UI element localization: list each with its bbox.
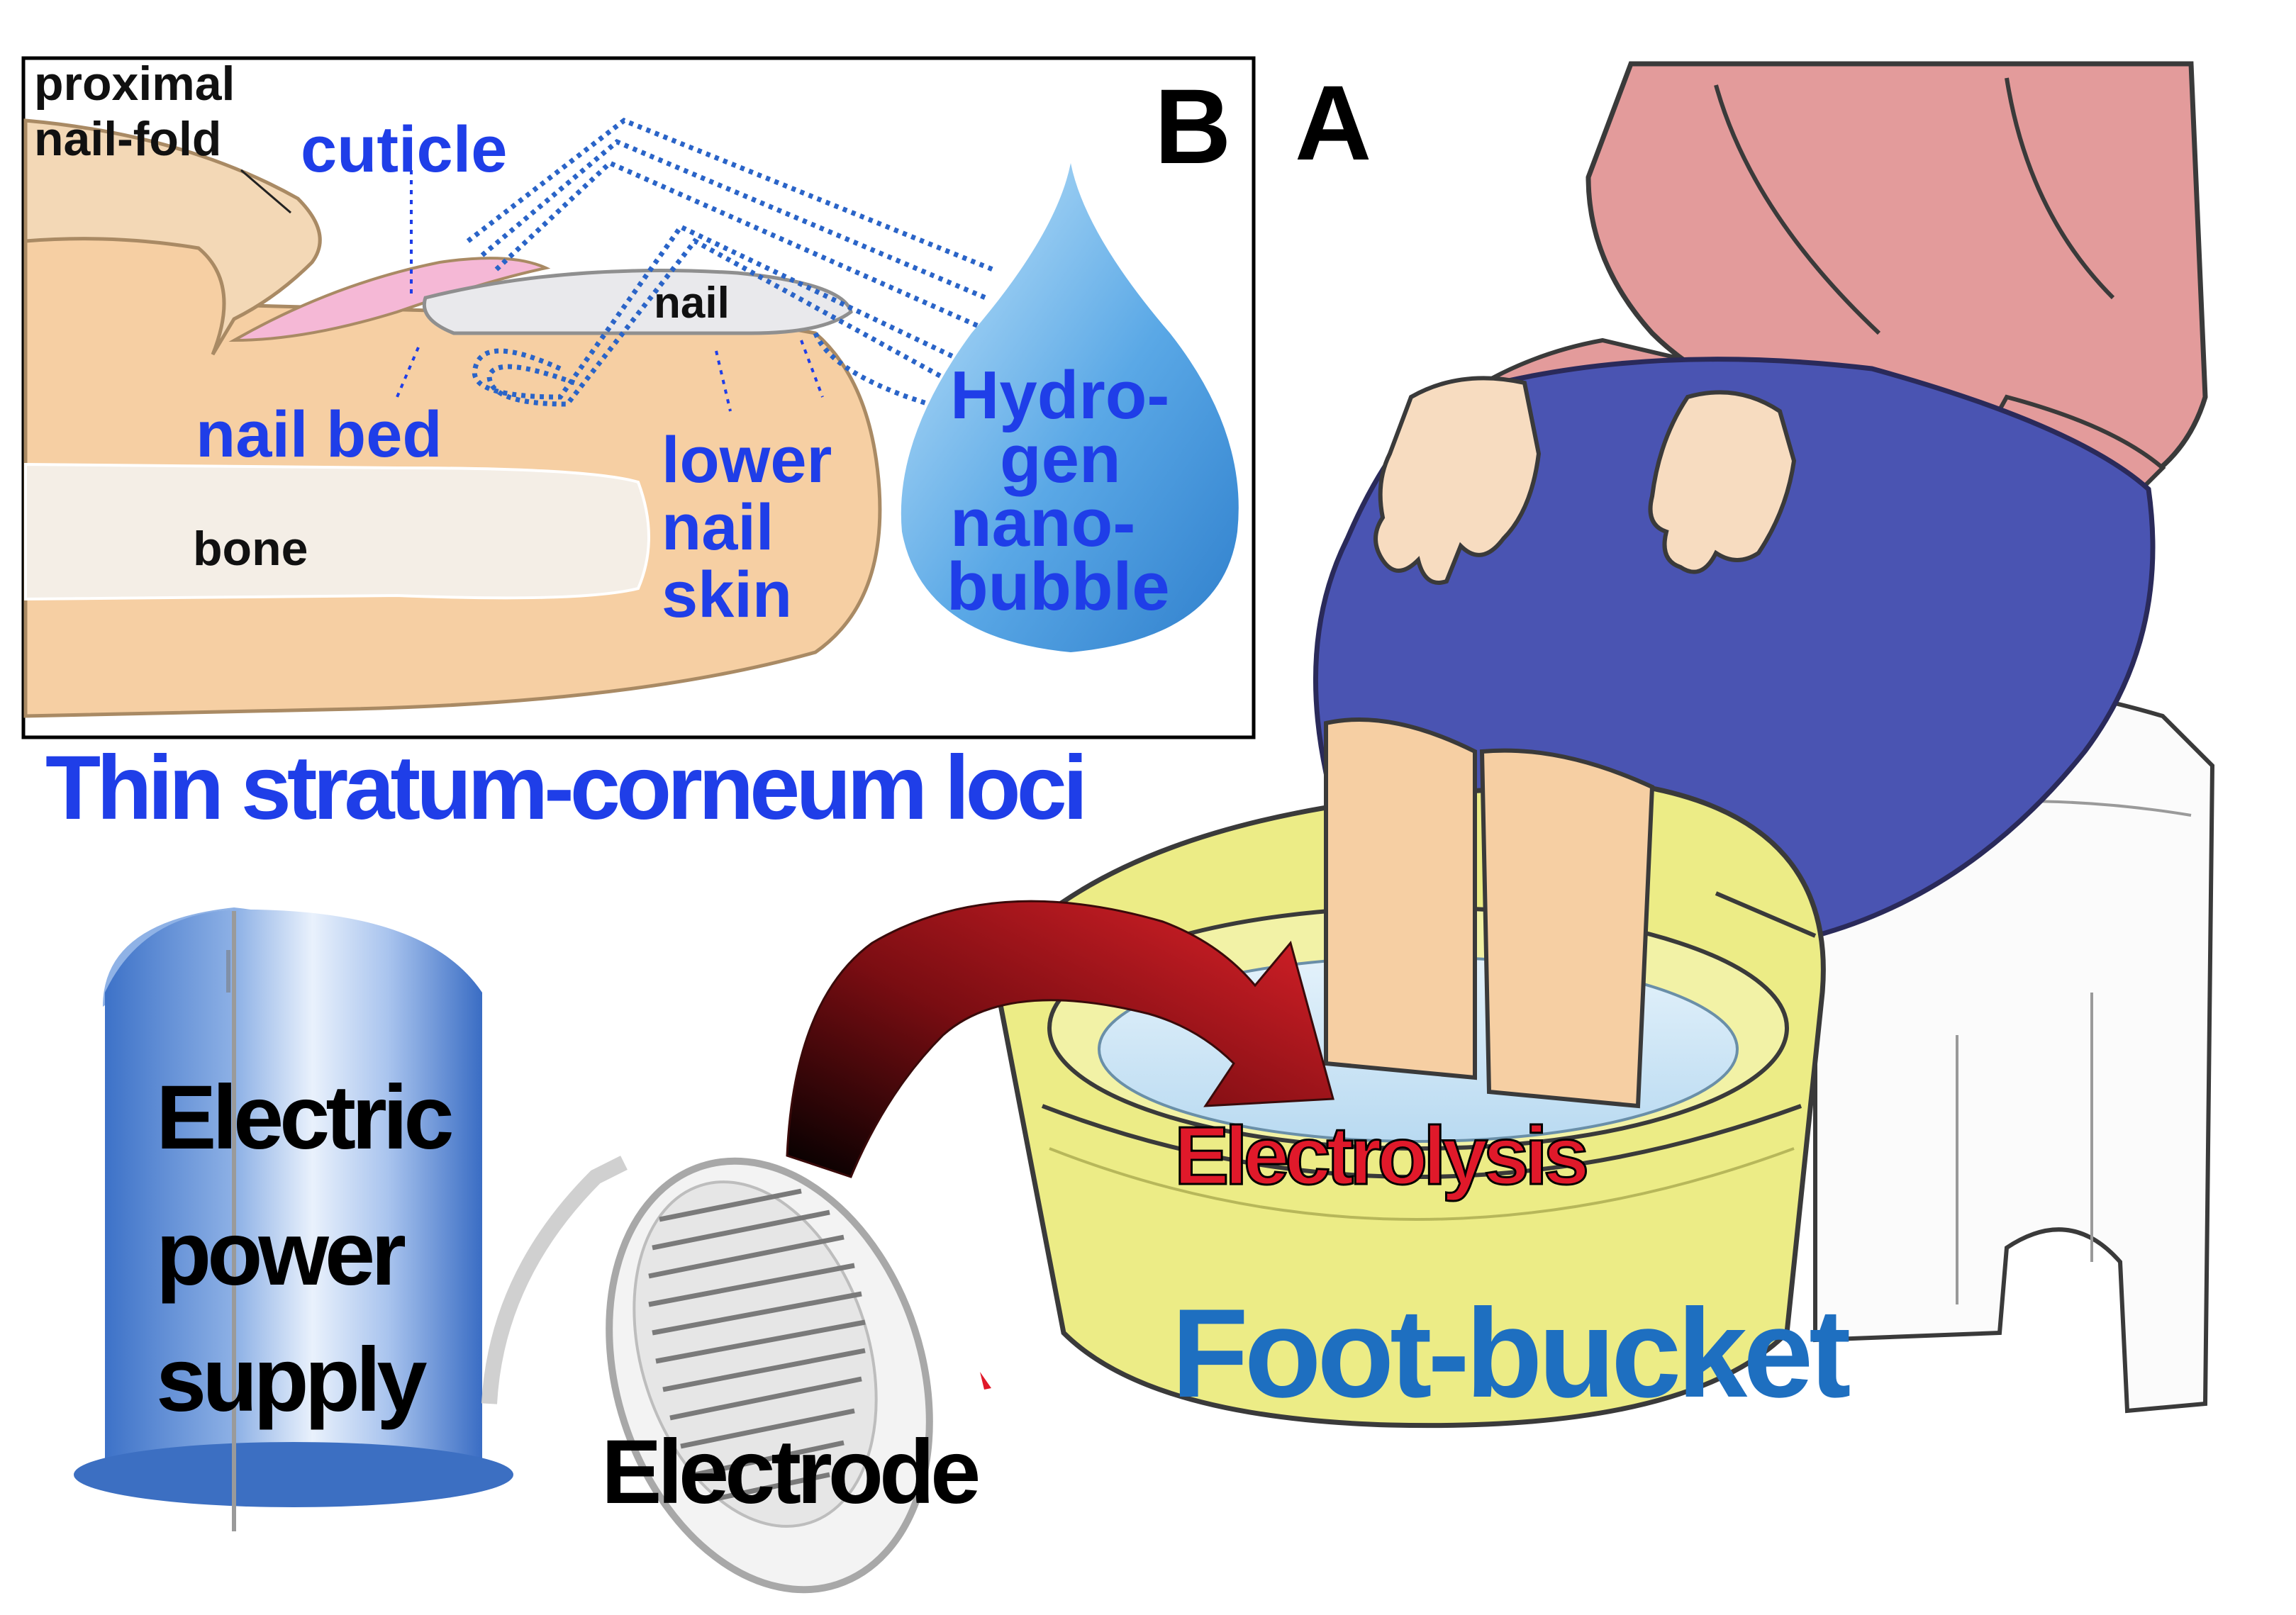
cuticle-label: cuticle	[301, 113, 507, 186]
pointer-lines	[396, 170, 824, 412]
droplet-label-2: gen	[1000, 421, 1121, 497]
cuticle-shape	[228, 257, 551, 342]
power-supply-label-3: supply	[156, 1329, 427, 1431]
red-tick-mark	[980, 1372, 991, 1390]
nail-label: nail	[654, 279, 730, 328]
electrode	[481, 1156, 933, 1594]
droplet-label-1: Hydro-	[950, 357, 1169, 433]
nail-bed-label: nail bed	[196, 398, 442, 471]
fold-pointer	[240, 169, 291, 214]
power-supply-label-2: power	[156, 1203, 405, 1304]
panel-a-letter: A	[1295, 63, 1371, 182]
power-supply-label-1: Electric	[156, 1067, 452, 1168]
bone-label: bone	[193, 522, 308, 576]
electrolysis-arrow	[786, 900, 1334, 1178]
electrode-label: Electrode	[601, 1421, 978, 1523]
electrode-grille	[648, 1188, 866, 1502]
power-supply-body	[105, 993, 482, 1475]
proximal-nail-fold-label-1: proximal	[34, 57, 235, 111]
lower-nail-skin-label-1: lower	[662, 424, 832, 496]
proximal-nail-fold-label-2: nail-fold	[34, 112, 221, 166]
hands	[1373, 376, 1797, 585]
electrolysis-label: Electrolysis	[1174, 1110, 1586, 1202]
lower-nail-skin-label-2: nail	[662, 491, 774, 564]
hydrogen-nanobubble-droplet	[901, 163, 1239, 652]
lower-nail-skin-label-3: skin	[662, 559, 792, 631]
nail-plate	[423, 269, 853, 335]
panel-b: proximal nail-fold cuticle nail nail bed…	[21, 56, 1256, 739]
panel-b-letter: B	[1154, 67, 1231, 186]
caption-text: Thin stratum-corneum loci	[45, 737, 1083, 839]
nanobubble-paths	[466, 118, 994, 421]
legs	[1324, 717, 1817, 1109]
foot-bucket-label: Foot-bucket	[1171, 1282, 1850, 1424]
droplet-label-4: bubble	[947, 549, 1170, 625]
bone-shape	[24, 462, 650, 601]
power-supply	[74, 907, 513, 1531]
proximal-nail-fold-shape	[23, 118, 322, 356]
droplet-label-3: nano-	[950, 485, 1135, 561]
